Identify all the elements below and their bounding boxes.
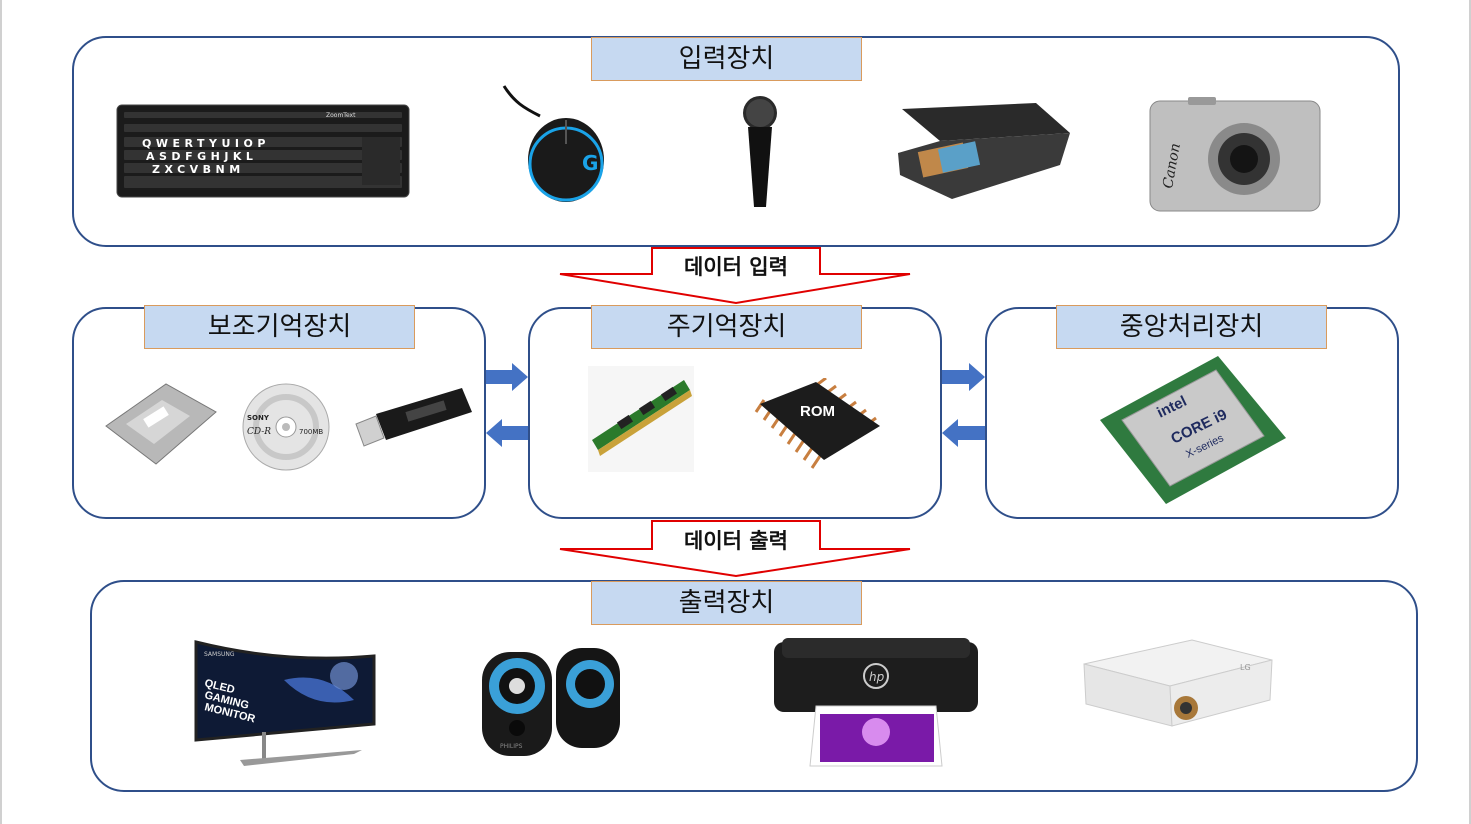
- keyboard-image: ZoomText QWERTYUIOP ASDFGHJKL ZXCVBNM: [116, 104, 410, 198]
- keyboard-brand-text: ZoomText: [326, 112, 356, 119]
- keyboard-row1-text: QWERTYUIOP: [142, 137, 270, 150]
- hard-disk-image: [104, 382, 218, 466]
- arrow-secondary-to-main: [486, 363, 528, 391]
- projector-brand-text: LG: [1240, 663, 1251, 672]
- arrow-cpu-to-main: [942, 419, 985, 447]
- usb-drive-image: [354, 386, 474, 450]
- output-devices-title: 출력장치: [591, 581, 862, 625]
- speaker-brand-text: PHILIPS: [500, 743, 523, 750]
- cd-brand-text: SONY: [247, 414, 270, 422]
- rom-chip-image: ROM: [754, 378, 884, 474]
- main-memory-title: 주기억장치: [591, 305, 862, 349]
- arrow-main-to-cpu: [942, 363, 985, 391]
- curved-monitor-image: SAMSUNG QLED GAMING MONITOR: [194, 640, 376, 768]
- rom-chip-label: ROM: [800, 403, 835, 420]
- microphone-image: [738, 95, 782, 211]
- cpu-chip-image: intel CORE i9 X-series: [1096, 356, 1288, 504]
- input-devices-title: 입력장치: [591, 37, 862, 81]
- arrow-main-to-secondary: [486, 419, 528, 447]
- digital-camera-image: Canon: [1148, 97, 1322, 215]
- cd-disc-image: SONY CD-R 700MB: [241, 382, 331, 472]
- cd-type-text: CD-R: [247, 427, 271, 437]
- right-edge: [1469, 0, 1471, 824]
- camera-brand-text: Canon: [1160, 142, 1184, 190]
- data-output-label: 데이터 출력: [654, 524, 818, 558]
- svg-text:hp: hp: [869, 670, 885, 684]
- cpu-title: 중앙처리장치: [1056, 305, 1327, 349]
- secondary-storage-title: 보조기억장치: [144, 305, 415, 349]
- monitor-brand-text: SAMSUNG: [204, 651, 235, 658]
- scanner-image: [896, 103, 1072, 203]
- ram-module-image: [588, 366, 694, 472]
- svg-text:G: G: [582, 151, 598, 175]
- printer-image: hp: [772, 636, 980, 768]
- data-input-label: 데이터 입력: [654, 250, 818, 284]
- left-edge: [0, 0, 2, 824]
- keyboard-row2-text: ASDFGHJKL: [146, 150, 257, 163]
- projector-image: LG: [1080, 636, 1274, 732]
- mouse-image: G: [494, 82, 614, 204]
- cd-capacity-text: 700MB: [299, 428, 323, 436]
- keyboard-row3-text: ZXCVBNM: [152, 163, 245, 176]
- speakers-image: PHILIPS: [478, 644, 624, 760]
